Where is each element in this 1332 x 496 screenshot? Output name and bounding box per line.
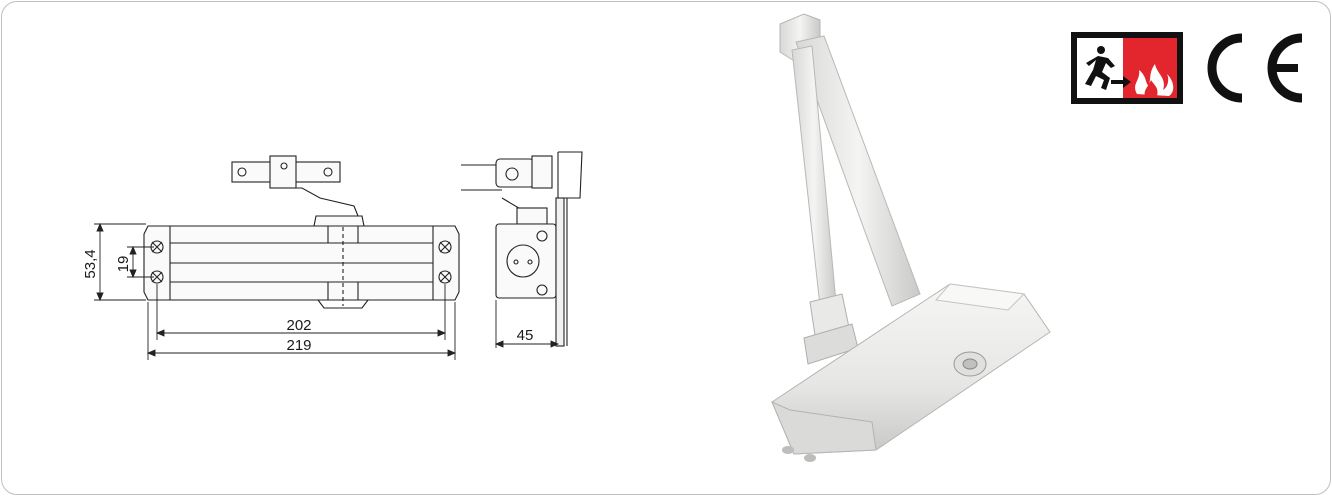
closer-body-front-view xyxy=(143,220,460,309)
door-closer-product-image xyxy=(771,13,1051,462)
arm-front-view xyxy=(231,155,365,227)
fixing-screw-icons xyxy=(150,240,452,284)
dimension-202: 202 xyxy=(286,317,311,334)
dimension-53-4: 53,4 xyxy=(82,249,99,278)
dimension-45: 45 xyxy=(517,327,534,344)
dimension-19: 19 xyxy=(115,256,132,273)
ce-mark xyxy=(1198,30,1308,106)
technical-drawing: 202 219 45 53,4 19 xyxy=(82,151,583,360)
dimension-lines xyxy=(94,222,560,360)
dimension-219: 219 xyxy=(286,337,311,354)
fire-exit-icon xyxy=(1071,32,1183,104)
closer-side-view xyxy=(461,151,583,347)
ce-mark-icon xyxy=(1207,33,1303,103)
